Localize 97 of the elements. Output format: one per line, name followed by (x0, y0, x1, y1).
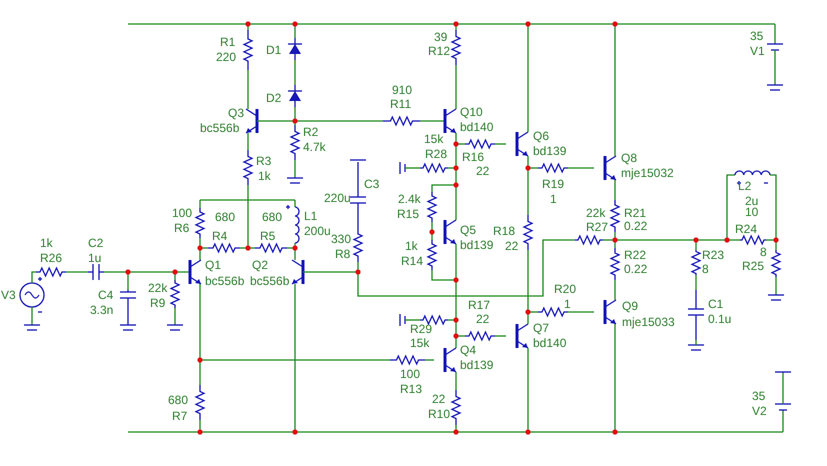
component-designator: R15 (397, 208, 420, 221)
component-value: 100 (172, 207, 192, 220)
part-number: bd140 (460, 121, 494, 134)
component-value: 100 (400, 368, 420, 381)
component-designator: R21 (624, 207, 646, 220)
component-value: 1k (40, 237, 53, 250)
component-designator: L2 (738, 180, 752, 193)
component-value: 8 (702, 263, 709, 276)
component-value: 220 (216, 51, 236, 64)
component-designator: R27 (586, 221, 608, 234)
component-designator: Q9 (622, 300, 638, 313)
component-value: 0.1u (708, 313, 732, 326)
component-value: 10 (745, 206, 758, 219)
component-designator: Q10 (460, 106, 483, 119)
component-designator: R18 (493, 225, 516, 238)
component-designator: R1 (220, 36, 236, 49)
component-designator: D1 (266, 44, 282, 57)
component-designator: R7 (172, 410, 188, 423)
component-value: 39 (434, 31, 448, 44)
component-value: 220u (324, 192, 351, 205)
component-designator: Q5 (460, 224, 476, 237)
component-value: 8 (760, 246, 767, 259)
component-value: 22k (148, 282, 168, 295)
component-value: 15k (424, 133, 444, 146)
component-designator: R9 (150, 297, 166, 310)
component-value: 22 (476, 165, 490, 178)
component-designator: R16 (462, 151, 484, 164)
part-number: mje15033 (622, 316, 675, 329)
component-designator: R6 (174, 222, 190, 235)
component-value: 200u (304, 225, 331, 238)
component-designator: R14 (401, 255, 424, 268)
component-value: 35 (750, 30, 764, 43)
component-designator: Q3 (228, 107, 244, 120)
component-designator: R5 (260, 230, 276, 243)
component-designator: C3 (364, 178, 380, 191)
component-designator: R19 (542, 178, 564, 191)
component-designator: D2 (266, 92, 282, 105)
component-value: 680 (168, 394, 188, 407)
component-designator: V2 (752, 405, 767, 418)
component-designator: R8 (335, 248, 350, 261)
component-value: 1k (258, 170, 271, 183)
component-value: 0.22 (624, 263, 648, 276)
component-value: 22 (432, 393, 446, 406)
component-designator: C2 (88, 237, 104, 250)
component-designator: Q4 (460, 344, 476, 357)
part-number: bd139 (460, 239, 494, 252)
part-number: mje15032 (621, 167, 674, 180)
component-designator: R12 (428, 45, 450, 58)
component-value: 4.7k (303, 141, 326, 154)
component-value: 1 (564, 298, 571, 311)
component-designator: Q6 (533, 130, 550, 143)
component-value: 22 (476, 313, 490, 326)
part-number: bd140 (533, 337, 566, 350)
component-value: 680 (215, 211, 236, 224)
component-value: 22k (586, 207, 606, 220)
component-designator: R4 (212, 230, 228, 243)
component-designator: Q1 (205, 259, 222, 272)
component-value: 2u (745, 195, 758, 208)
component-value: 35 (752, 390, 766, 403)
component-value: 680 (262, 211, 282, 224)
component-designator: Q2 (252, 259, 268, 272)
component-designator: C4 (98, 289, 114, 302)
component-value: 22 (505, 240, 518, 253)
component-value: 0.22 (624, 220, 648, 233)
component-designator: R13 (400, 383, 422, 396)
part-number: bc556b (200, 122, 240, 135)
component-designator: R26 (40, 252, 62, 265)
component-designator: R11 (390, 98, 412, 111)
component-designator: R20 (554, 283, 576, 296)
component-value: 1 (550, 193, 557, 206)
component-designator: R29 (410, 323, 432, 336)
component-designator: R25 (742, 260, 764, 273)
component-designator: L1 (304, 210, 318, 223)
component-value: 15k (410, 337, 430, 350)
component-designator: R22 (624, 249, 646, 262)
part-number: bc556b (205, 275, 244, 288)
component-designator: R17 (468, 299, 490, 312)
component-designator: V3 (1, 289, 16, 302)
component-value: 910 (392, 84, 412, 97)
part-number: bd139 (533, 145, 566, 158)
part-number: bd139 (460, 359, 494, 372)
component-designator: R3 (256, 155, 272, 168)
part-number: bc556b (250, 275, 290, 288)
component-designator: R28 (425, 148, 448, 161)
component-value: 1k (405, 240, 418, 253)
component-designator: V1 (750, 45, 765, 58)
component-value: 1u (88, 252, 102, 265)
component-designator: Q7 (533, 322, 550, 335)
component-designator: C1 (708, 298, 724, 311)
component-designator: Q8 (621, 152, 638, 165)
component-designator: R24 (735, 223, 758, 236)
component-designator: R23 (702, 249, 724, 262)
component-value: 2.4k (398, 193, 421, 206)
component-value: 3.3n (90, 304, 114, 317)
component-value: 330 (331, 233, 352, 246)
component-designator: R10 (428, 408, 450, 421)
component-designator: R2 (303, 126, 318, 139)
